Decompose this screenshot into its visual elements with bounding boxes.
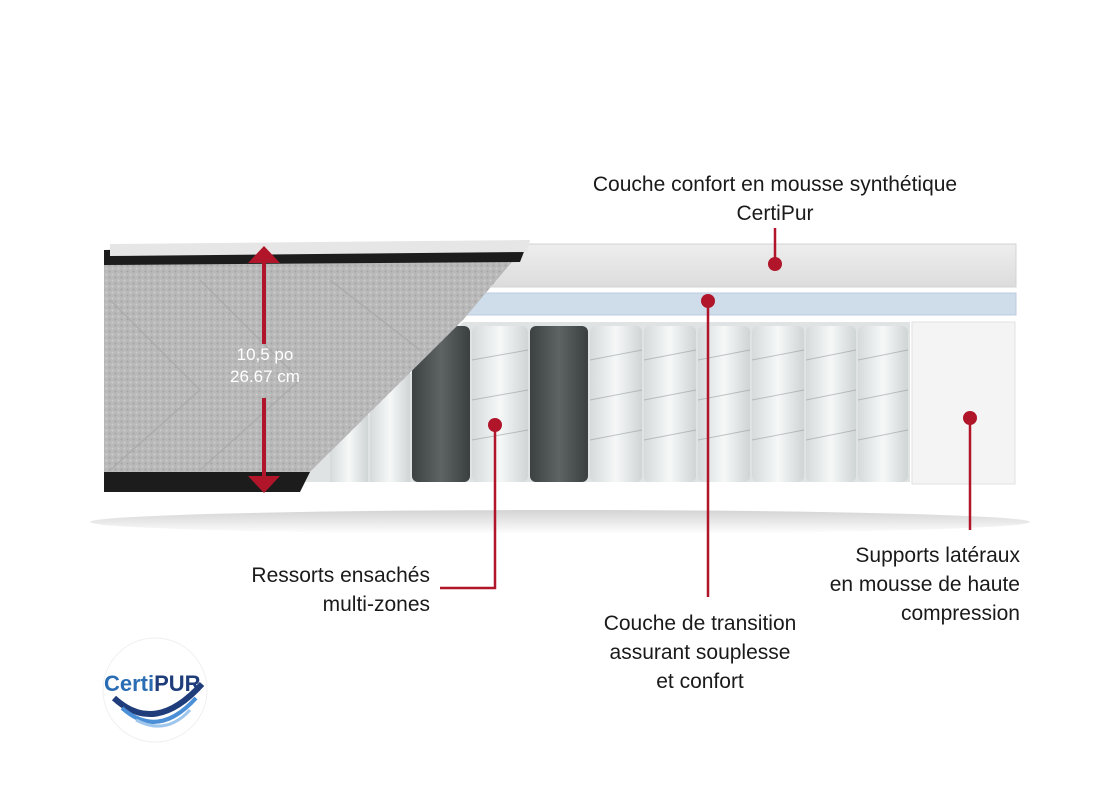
bottom-piping — [104, 472, 310, 492]
top-edge — [110, 240, 530, 256]
down-arrow-icon — [248, 476, 280, 493]
height-metric: 26.67 cm — [230, 367, 300, 386]
label-pocket-springs: Ressorts ensachés multi-zones — [190, 561, 430, 619]
label-springs-line1: Ressorts ensachés — [251, 564, 430, 587]
callout-dots — [488, 257, 977, 432]
label-comfort-line2: CertiPur — [736, 202, 814, 225]
dot-comfort — [768, 257, 782, 271]
transition-layer — [462, 292, 1017, 316]
label-side-supports: Supports latéraux en mousse de haute com… — [780, 541, 1020, 628]
up-arrow-icon — [248, 246, 280, 263]
dot-springs — [488, 418, 502, 432]
height-dimension-label: 10,5 po 26.67 cm — [196, 344, 334, 388]
side-support-foam — [911, 321, 1016, 485]
label-supports-line1: Supports latéraux — [855, 544, 1020, 567]
certipur-logo-text: CertiPUR — [104, 671, 201, 697]
floor-shadow — [90, 510, 1030, 534]
height-imperial: 10,5 po — [236, 345, 294, 364]
comfort-foam-layer — [476, 243, 1017, 288]
label-comfort-line1: Couche confort en mousse synthétique — [592, 173, 958, 196]
label-transition-line3: et confort — [656, 670, 744, 693]
dot-supports — [963, 411, 977, 425]
label-transition-line1: Couche de transition — [603, 612, 797, 635]
callout-leaders — [440, 228, 972, 597]
label-supports-line2: en mousse de haute — [829, 573, 1020, 596]
label-springs-line2: multi-zones — [322, 593, 430, 616]
label-transition-layer: Couche de transition assurant souplesse … — [580, 609, 820, 696]
label-supports-line3: compression — [900, 602, 1020, 625]
logo-pur: PUR — [154, 671, 201, 696]
logo-certi: Certi — [104, 671, 155, 696]
height-dimension-arrow — [248, 246, 280, 493]
mattress-fabric-body — [104, 244, 527, 482]
label-comfort-layer: Couche confort en mousse synthétique Cer… — [560, 170, 990, 228]
dot-transition — [701, 294, 715, 308]
label-transition-line2: assurant souplesse — [609, 641, 791, 664]
certipur-logo-icon — [102, 637, 208, 743]
